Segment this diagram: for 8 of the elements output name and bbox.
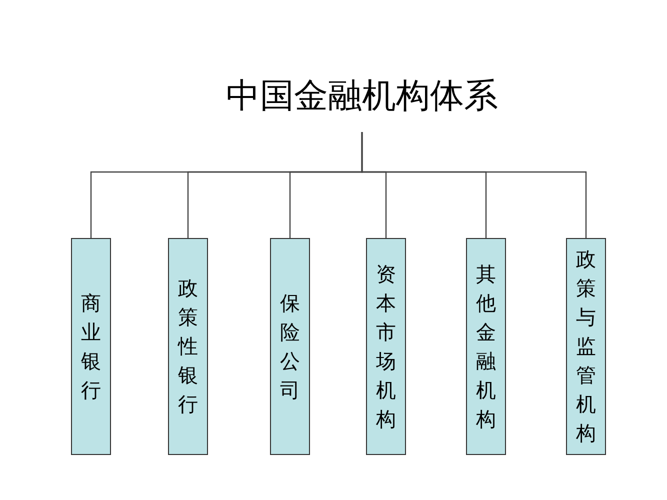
- category-box: 政策与监管机构: [566, 238, 606, 455]
- category-box: 政策性银行: [168, 238, 208, 455]
- category-box: 资本市场机构: [366, 238, 406, 455]
- tree-connector: [361, 132, 587, 238]
- category-box: 其他金融机构: [466, 238, 506, 455]
- category-box: 保险公司: [270, 238, 310, 455]
- category-box: 商业银行: [71, 238, 111, 455]
- title-text: 中国金融机构体系: [226, 76, 498, 116]
